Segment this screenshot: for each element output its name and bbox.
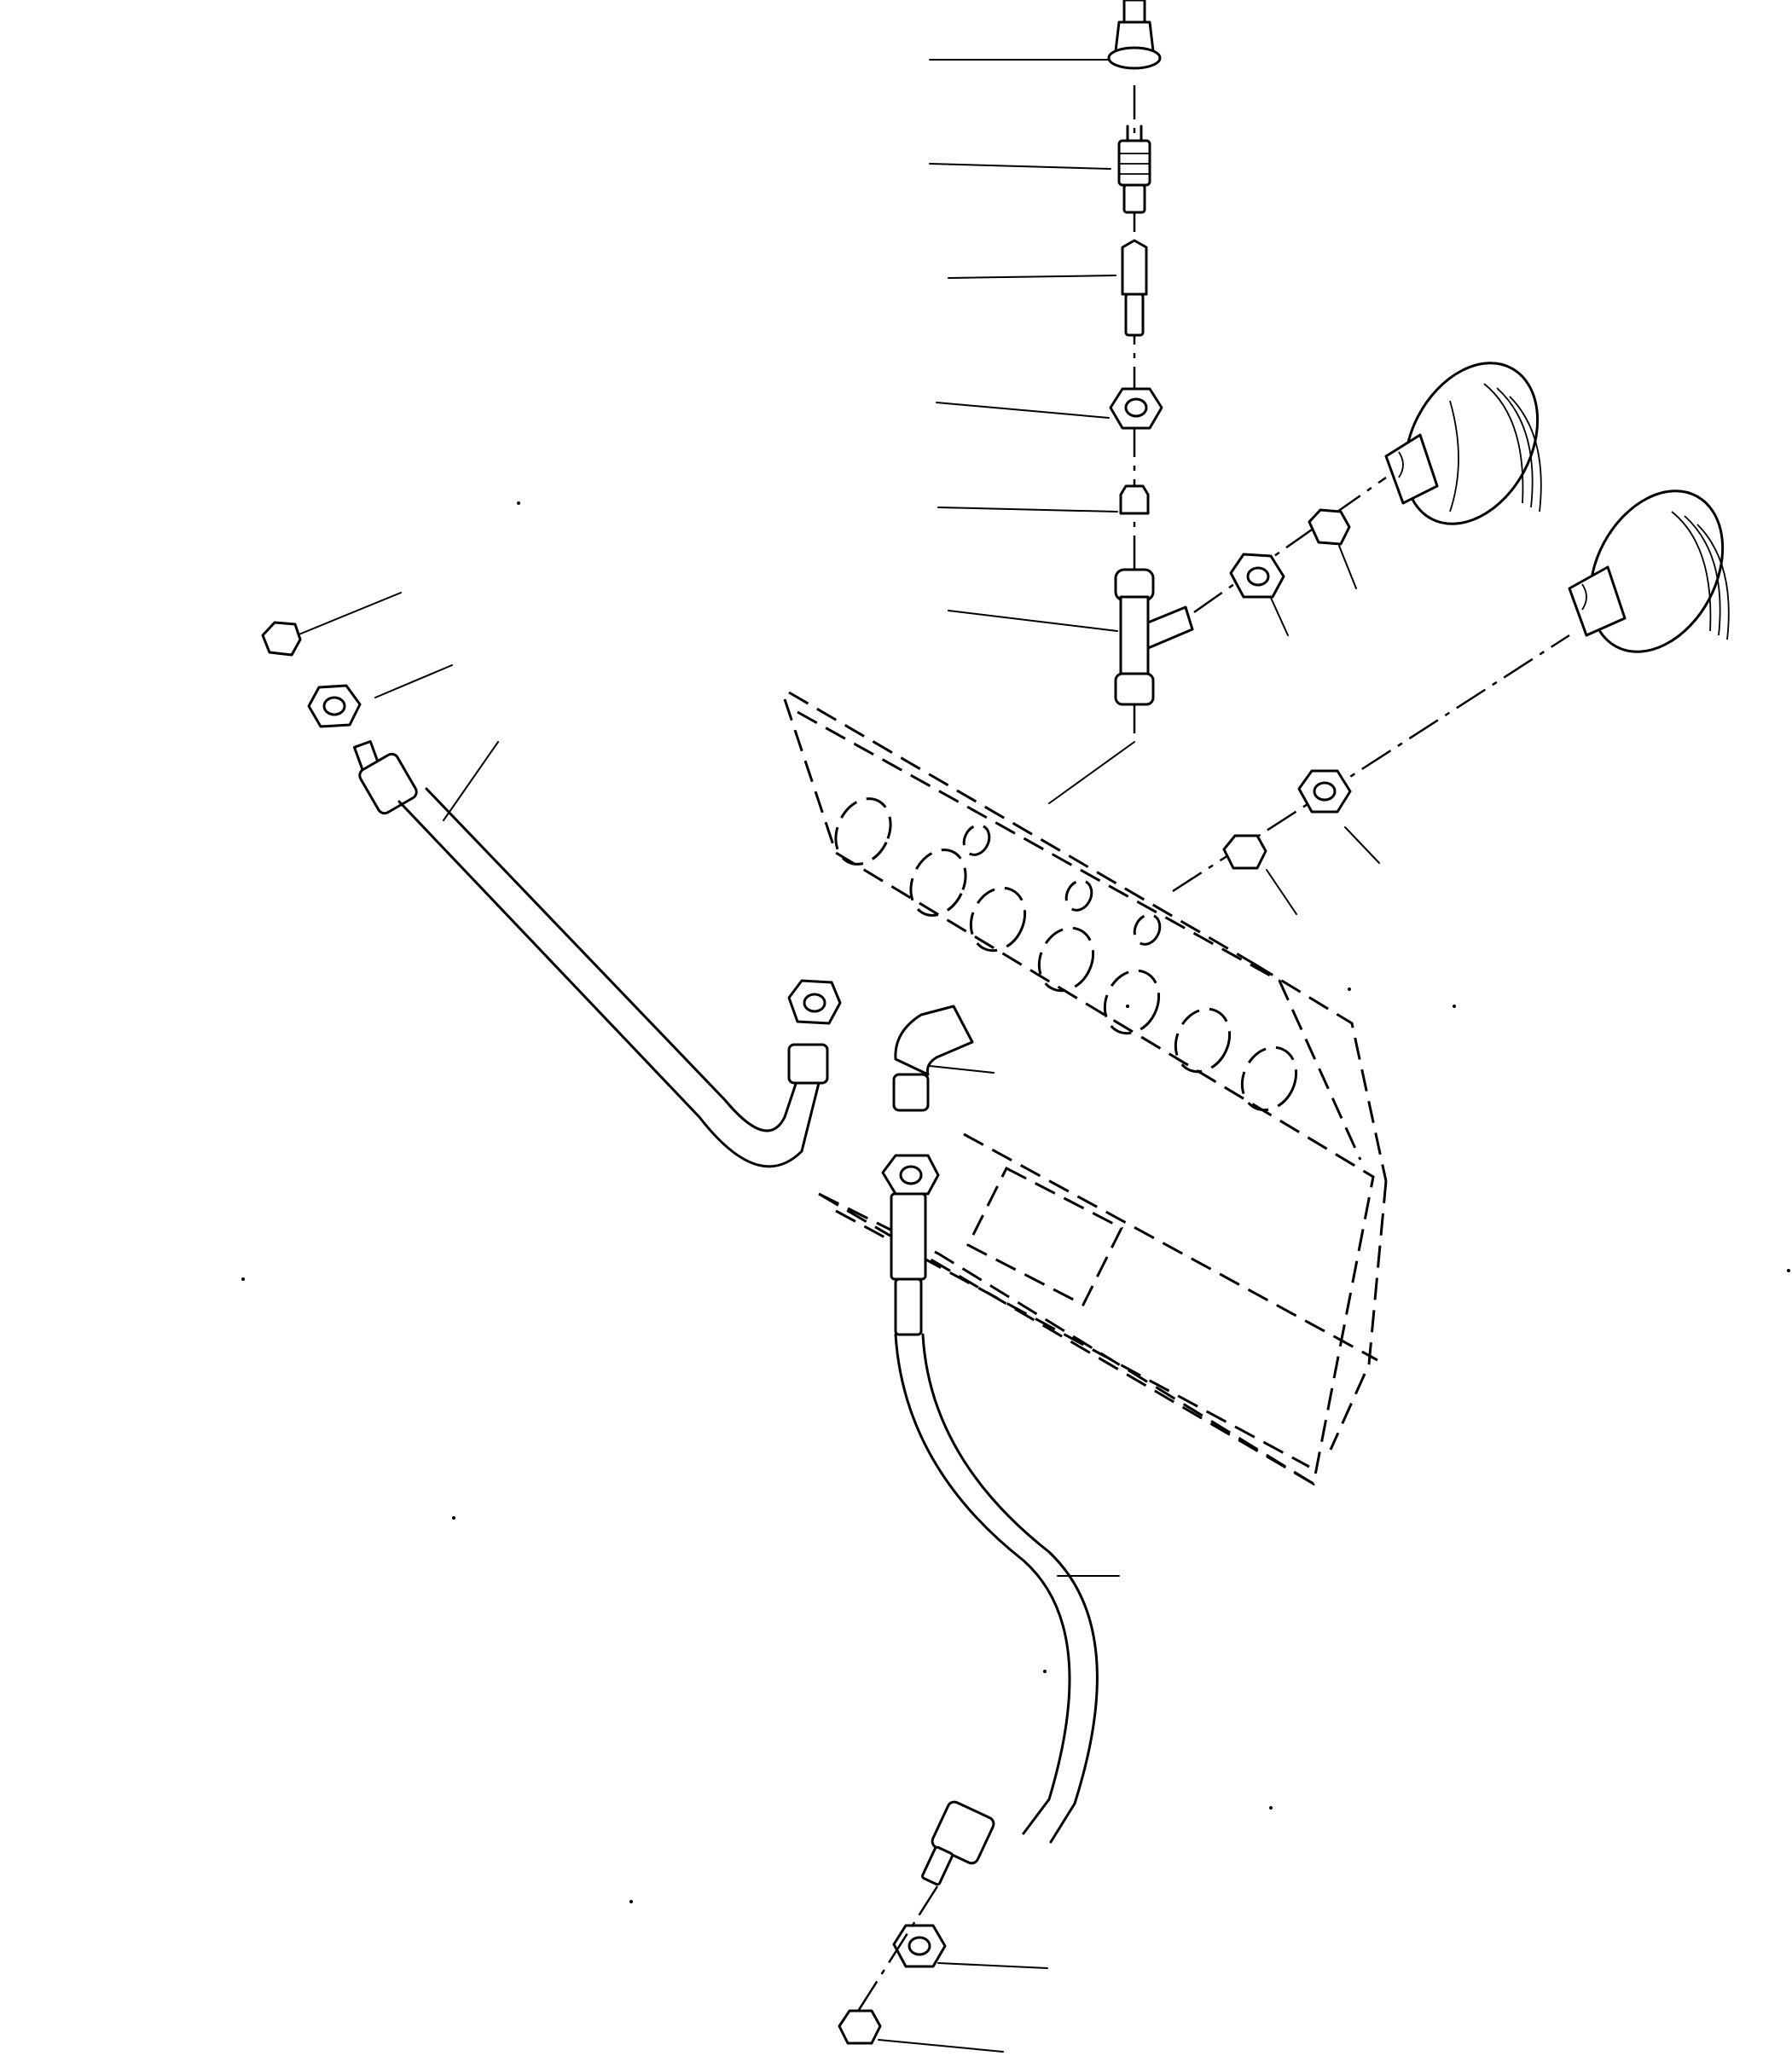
pressure-sender (1117, 125, 1151, 214)
tee-fitting (1114, 568, 1194, 706)
leader-line-right-sleeve1 (1338, 545, 1357, 589)
right-sleeve (1222, 834, 1267, 870)
leader-line-bottom-nut (937, 1962, 1048, 1969)
lower-gauge (1568, 489, 1730, 653)
adapter-fitting (1121, 239, 1148, 337)
upper-gauge (1384, 362, 1542, 525)
leader-line-bottom-sleeve (878, 2039, 1004, 2053)
leader-lines (296, 59, 1380, 2053)
upper-right-sleeve (1308, 508, 1351, 546)
panel-holes (834, 797, 1298, 1112)
leader-line-panel (1048, 741, 1135, 804)
right-nut (1297, 769, 1352, 814)
lower-hose (881, 1154, 1099, 1886)
left-hose (352, 739, 842, 1168)
leader-line-top-sleeve (937, 507, 1118, 513)
leader-line-tee (948, 610, 1118, 632)
left-sleeve (261, 621, 302, 657)
instrument-panel (783, 691, 1388, 1486)
elbow-fitting (892, 1005, 974, 1112)
leader-line-sender (929, 163, 1111, 170)
bottom-sleeve (838, 2009, 882, 2045)
upper-gauge-axis (1193, 476, 1387, 614)
leader-line-elbow (929, 1065, 995, 1074)
leader-line-left-sleeve (296, 592, 402, 636)
leader-line-adapter (948, 275, 1116, 279)
leader-line-right-nut2 (1344, 826, 1380, 864)
leader-line-left-hose (443, 741, 499, 821)
scan-specks (241, 501, 1790, 1903)
leader-line-left-nut (374, 664, 453, 698)
top-nut (1109, 387, 1163, 430)
leader-line-top-nut (936, 402, 1110, 419)
left-nut (307, 684, 362, 728)
bottom-nut (892, 1924, 947, 1968)
top-sleeve (1119, 484, 1150, 515)
upper-right-nut (1229, 553, 1285, 599)
lower-axis (855, 1885, 939, 2013)
leader-line-right-sleeve2 (1266, 869, 1297, 915)
sender-cap (1107, 0, 1162, 70)
